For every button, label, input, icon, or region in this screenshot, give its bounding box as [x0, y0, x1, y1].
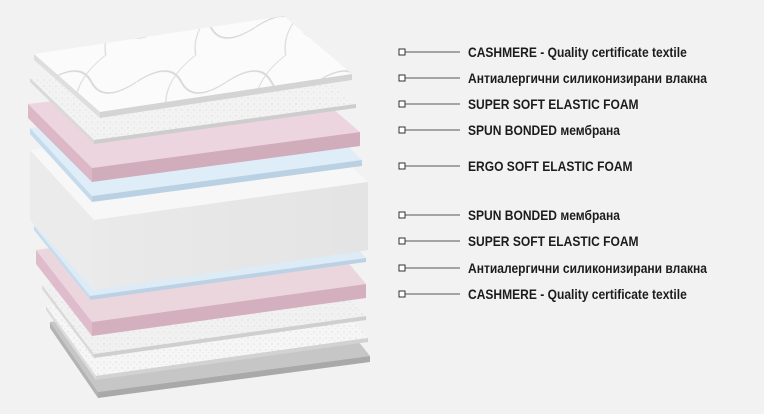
leader-marker-8	[398, 264, 406, 272]
label-fiber-bottom: Антиалергични силиконизирани влакна	[468, 260, 708, 276]
label-super-soft-foam-top: SUPER SOFT ELASTIC FOAM	[468, 96, 639, 112]
leader-marker-6	[398, 211, 406, 219]
leader-marker-5	[398, 162, 406, 170]
label-cashmere-top: CASHMERE - Quality certificate textile	[468, 44, 687, 60]
label-ergo-soft-foam: ERGO SOFT ELASTIC FOAM	[468, 158, 633, 174]
leader-marker-3	[398, 100, 406, 108]
leader-marker-2	[398, 74, 406, 82]
leader-marker-1	[398, 48, 406, 56]
leader-marker-4	[398, 126, 406, 134]
leader-lines	[398, 48, 460, 298]
label-fiber-top: Антиалергични силиконизирани влакна	[468, 70, 708, 86]
label-spun-bonded-bottom: SPUN BONDED мембрана	[468, 207, 620, 223]
layer-cashmere-top	[34, 16, 352, 118]
label-super-soft-foam-bottom: SUPER SOFT ELASTIC FOAM	[468, 233, 639, 249]
label-spun-bonded-top: SPUN BONDED мембрана	[468, 122, 620, 138]
leader-marker-7	[398, 237, 406, 245]
leader-marker-9	[398, 290, 406, 298]
label-cashmere-bottom: CASHMERE - Quality certificate textile	[468, 286, 687, 302]
